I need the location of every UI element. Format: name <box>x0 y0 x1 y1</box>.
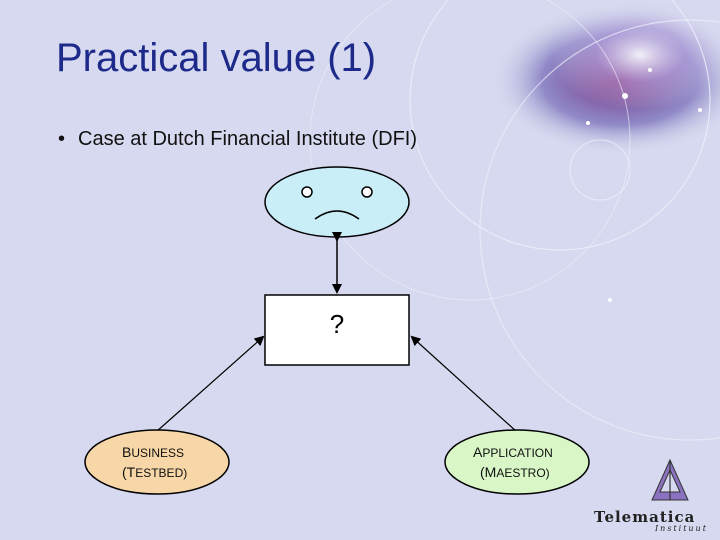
business-arrow <box>155 335 265 433</box>
maestro-rest: AESTRO) <box>496 466 549 480</box>
svg-text:(MAESTRO): (MAESTRO) <box>480 464 550 480</box>
application-rest: PPLICATION <box>482 446 552 460</box>
question-mark: ? <box>330 309 344 339</box>
business-initial: B <box>122 444 131 460</box>
svg-text:APPLICATION: APPLICATION <box>473 444 553 460</box>
telematica-logo-icon <box>651 458 689 501</box>
testbed-open: (T <box>122 464 136 480</box>
business-testbed-node: BUSINESS (TESTBED) <box>84 429 230 495</box>
maestro-open: (M <box>480 464 496 480</box>
application-arrow <box>410 335 518 433</box>
logo-name: Telematica <box>594 508 696 526</box>
unhappy-face-icon <box>264 166 410 238</box>
application-initial: A <box>473 444 483 460</box>
logo-subtitle: Instituut <box>655 524 708 533</box>
slide-title: Practical value (1) <box>56 36 377 80</box>
svg-text:BUSINESS: BUSINESS <box>122 444 184 460</box>
svg-text:(TESTBED): (TESTBED) <box>122 464 187 480</box>
question-box <box>264 294 410 366</box>
testbed-rest: ESTBED) <box>135 466 187 480</box>
business-rest: USINESS <box>131 446 184 460</box>
bullet-item: • Case at Dutch Financial Institute (DFI) <box>58 128 417 151</box>
bullet-text: Case at Dutch Financial Institute (DFI) <box>78 128 418 150</box>
application-maestro-node: APPLICATION (MAESTRO) <box>444 429 590 495</box>
bullet-marker: • <box>58 128 66 150</box>
